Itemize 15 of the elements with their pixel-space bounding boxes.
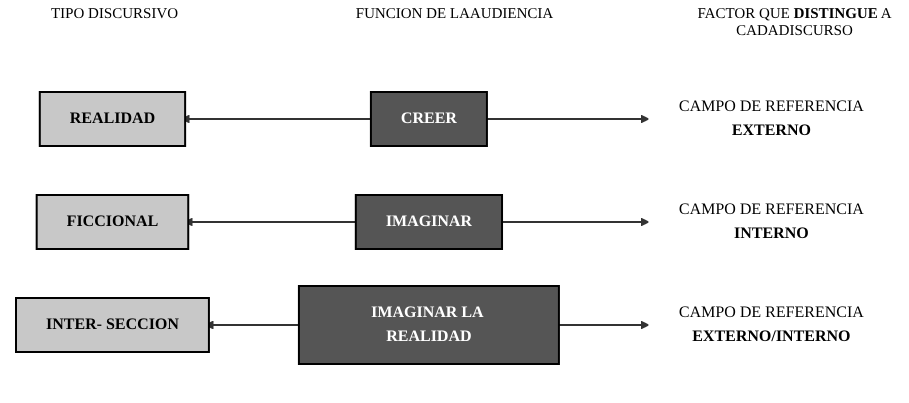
node-box: IMAGINAR LA REALIDAD	[298, 284, 560, 364]
column-heading: FACTOR QUE DISTINGUE A CADADISCURSO	[696, 6, 893, 40]
arrow	[486, 114, 649, 123]
node-box: CREER	[370, 90, 488, 146]
column-heading: FUNCION DE LAAUDIENCIA	[354, 6, 554, 24]
arrow	[502, 217, 649, 226]
node-box: FICCIONAL	[35, 194, 189, 250]
node-box: INTER- SECCION	[14, 296, 210, 352]
node-box: IMAGINAR	[354, 194, 503, 250]
node-text: CAMPO DE REFERENCIA EXTERNO/INTERNO	[678, 304, 864, 344]
column-heading: TIPO DISCURSIVO	[50, 6, 180, 24]
node-text: CAMPO DE REFERENCIA INTERNO	[678, 200, 864, 242]
node-box: REALIDAD	[38, 90, 186, 146]
node-text: CAMPO DE REFERENCIA EXTERNO	[678, 98, 864, 138]
arrow	[558, 320, 649, 329]
